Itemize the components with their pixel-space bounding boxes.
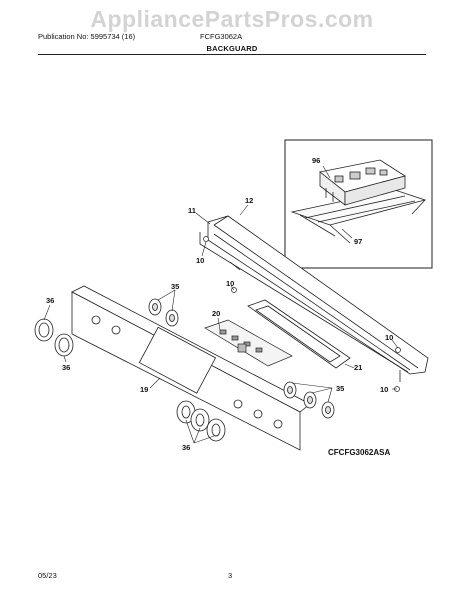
callout-12: 12 xyxy=(245,196,253,205)
callout-20: 20 xyxy=(212,309,220,318)
leader-lines xyxy=(43,204,399,444)
footer-date: 05/23 xyxy=(38,571,57,580)
publication-number: Publication No: 5995734 (16) xyxy=(38,32,136,41)
knobs-lower xyxy=(176,400,226,442)
callout-36-c: 36 xyxy=(182,443,190,452)
callout-10-a: 10 xyxy=(196,256,204,265)
control-board-inset xyxy=(284,139,433,269)
trim-piece xyxy=(199,232,409,373)
footer-page-number: 3 xyxy=(228,571,233,580)
callout-35-b: 35 xyxy=(336,384,344,393)
callout-36-b: 36 xyxy=(62,363,70,372)
screws xyxy=(203,236,401,392)
callout-11: 11 xyxy=(188,206,196,215)
backguard-panel xyxy=(207,215,429,382)
header-divider xyxy=(38,54,426,55)
display-board xyxy=(204,319,293,367)
callout-36-a: 36 xyxy=(46,296,54,305)
callout-21: 21 xyxy=(354,363,362,372)
model-number: FCFG3062A xyxy=(200,32,243,41)
callout-10-b: 10 xyxy=(226,279,234,288)
control-panel xyxy=(71,285,311,451)
callout-10-d: 10 xyxy=(380,385,388,394)
callout-19: 19 xyxy=(140,385,148,394)
diagram-reference: CFCFG3062ASA xyxy=(328,448,391,457)
callout-96: 96 xyxy=(312,156,320,165)
callout-35-a: 35 xyxy=(171,282,179,291)
knob-bezels xyxy=(148,298,335,419)
callout-97: 97 xyxy=(354,237,362,246)
callout-10-c: 10 xyxy=(385,333,393,342)
knobs-left xyxy=(34,318,74,357)
section-title: BACKGUARD xyxy=(206,44,258,53)
watermark: AppliancePartsPros.com xyxy=(90,6,374,32)
window-frame xyxy=(247,299,351,369)
